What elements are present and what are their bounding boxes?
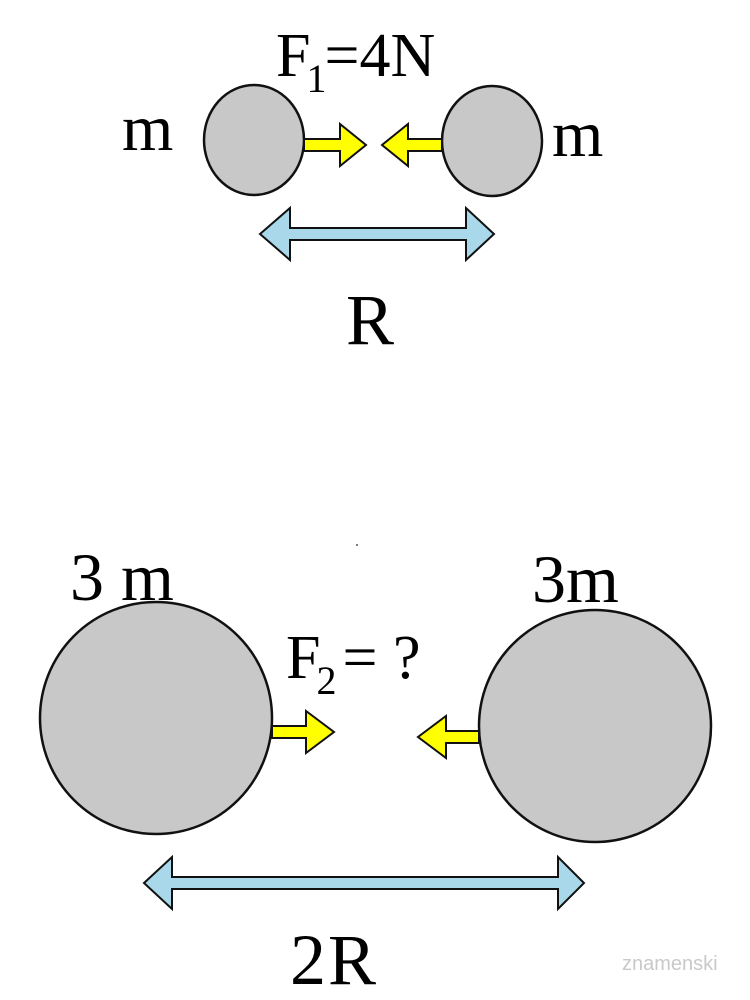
bottom-force-label: F2= ? [286,624,420,703]
bottom-ball-right [477,608,713,844]
top-scene: F1=4N m m R [122,22,603,360]
bottom-mass-right-label: 3m [532,541,619,617]
top-force-label: F1=4N [276,22,435,101]
top-distance-label: R [346,280,394,360]
top-force-arrow-left [380,121,443,169]
bottom-distance-arrow [142,854,586,912]
stray-dot [356,544,358,546]
top-distance-arrow [258,205,496,263]
top-force-arrow-right [303,121,368,169]
top-mass-left-label: m [122,92,173,165]
top-ball-left [202,83,306,197]
bottom-force-arrow-left [416,714,480,760]
bottom-force-arrow-right [271,709,336,755]
top-ball-right [440,84,544,198]
bottom-ball-left [38,600,274,836]
bottom-distance-label: 2R [290,920,378,1000]
bottom-scene: 3 m 3m F2= ? 2R [38,539,713,1000]
watermark: znamenski [622,953,718,975]
top-mass-right-label: m [552,98,603,171]
